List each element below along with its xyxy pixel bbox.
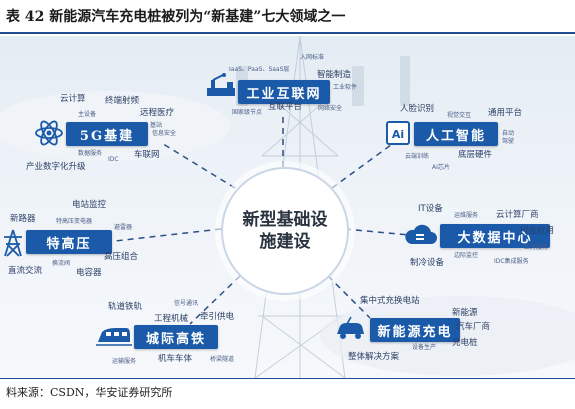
term: IDC	[108, 156, 119, 163]
term: 桥梁隧道	[210, 356, 235, 363]
big-data-center-box: 大数据中心	[440, 224, 550, 248]
term: 底层硬件	[458, 150, 493, 160]
bottom-rule	[0, 378, 575, 379]
term: 信号通讯	[174, 300, 199, 307]
term: 汽车厂商	[456, 322, 491, 332]
term: IT设备	[418, 204, 443, 214]
diagram-panel: 新型基础设施建设 工业互联网 IaaS、PaaS、SaaS层 入网标准 智能制造…	[0, 36, 575, 378]
term: 运维服务	[454, 212, 479, 219]
term: IaaS、PaaS、SaaS层	[229, 66, 290, 73]
term: IDC集成服务	[494, 258, 529, 265]
term: 国家级节点	[232, 109, 263, 116]
term: 运输服务	[112, 358, 137, 365]
train-icon	[96, 328, 132, 346]
term: 工程机械	[154, 314, 189, 324]
uhv-box: 特高压	[26, 230, 112, 254]
intercity-rail-box: 城际高铁	[134, 325, 218, 349]
source-note: 料来源：CSDN，华安证券研究所	[6, 386, 173, 399]
term: 整体解决方案	[348, 352, 400, 362]
term: 电站监控	[72, 200, 107, 210]
power-tower-icon	[4, 229, 22, 257]
term: 主设备	[78, 111, 97, 118]
industrial-internet-box: 工业互联网	[238, 80, 330, 104]
center-label: 新型基础设施建设	[242, 210, 328, 252]
atom-icon	[35, 120, 63, 146]
term: 云端训练	[405, 153, 430, 160]
title-bar: 表 42 新能源汽车充电桩被列为“新基建”七大领域之一	[0, 0, 575, 34]
svg-text:Ai: Ai	[392, 128, 404, 141]
charging-car-icon	[337, 316, 364, 339]
term: 直流交流	[8, 266, 43, 276]
term: 牵引供电	[200, 312, 235, 322]
term: 三方服务	[524, 244, 549, 251]
term: 设备生产	[412, 344, 437, 351]
artificial-intelligence-box: 人工智能	[414, 122, 498, 146]
term: 云计算	[60, 94, 86, 104]
term: 自动	[502, 130, 515, 137]
figure-title: 表 42 新能源汽车充电桩被列为“新基建”七大领域之一	[6, 9, 346, 25]
term: 换流阀	[52, 260, 71, 267]
term: 轨道铁轨	[108, 302, 143, 312]
term: 行业应用	[520, 226, 555, 236]
term: 新路器	[10, 214, 36, 224]
term: 新能源	[452, 308, 478, 318]
term: 边际监控	[454, 252, 479, 259]
term: 电容器	[76, 268, 102, 278]
term: 车联网	[134, 150, 160, 160]
term: AI芯片	[432, 164, 450, 171]
term: 充电桩	[452, 338, 478, 348]
term: 终端射频	[105, 96, 140, 106]
cloud-data-icon	[405, 224, 437, 244]
term: 高压组合	[104, 252, 139, 262]
connector-lines	[114, 116, 421, 325]
term: 驾驶	[502, 138, 515, 145]
term: 视觉交互	[447, 112, 472, 119]
term: 机车车体	[158, 354, 193, 364]
term: 产业数字化升级	[26, 162, 86, 172]
term: 人脸识别	[400, 104, 435, 114]
term: 特高压变电器	[56, 218, 93, 225]
term: 基站	[150, 122, 163, 129]
term: 数据服务	[78, 150, 103, 157]
term: 通用平台	[488, 108, 523, 118]
5g-infrastructure-box: 5G基建	[66, 122, 148, 146]
factory-robot-icon	[207, 73, 235, 96]
term: 云计算厂商	[496, 210, 539, 220]
term: 信息安全	[152, 130, 177, 137]
term: 工业软件	[333, 84, 358, 91]
center-circle: 新型基础设施建设	[221, 167, 349, 295]
term: 避雷器	[114, 224, 133, 231]
term: 制冷设备	[410, 258, 445, 268]
term: 集中式充换电站	[360, 296, 420, 306]
ai-chip-icon: Ai	[386, 121, 410, 145]
term: 智能制造	[317, 70, 352, 80]
term: 入网标准	[300, 54, 325, 61]
term: 网络安全	[318, 105, 343, 112]
term: 互联平台	[268, 102, 303, 112]
term: 远程医疗	[140, 108, 175, 118]
ev-charging-box: 新能源充电	[370, 318, 460, 342]
